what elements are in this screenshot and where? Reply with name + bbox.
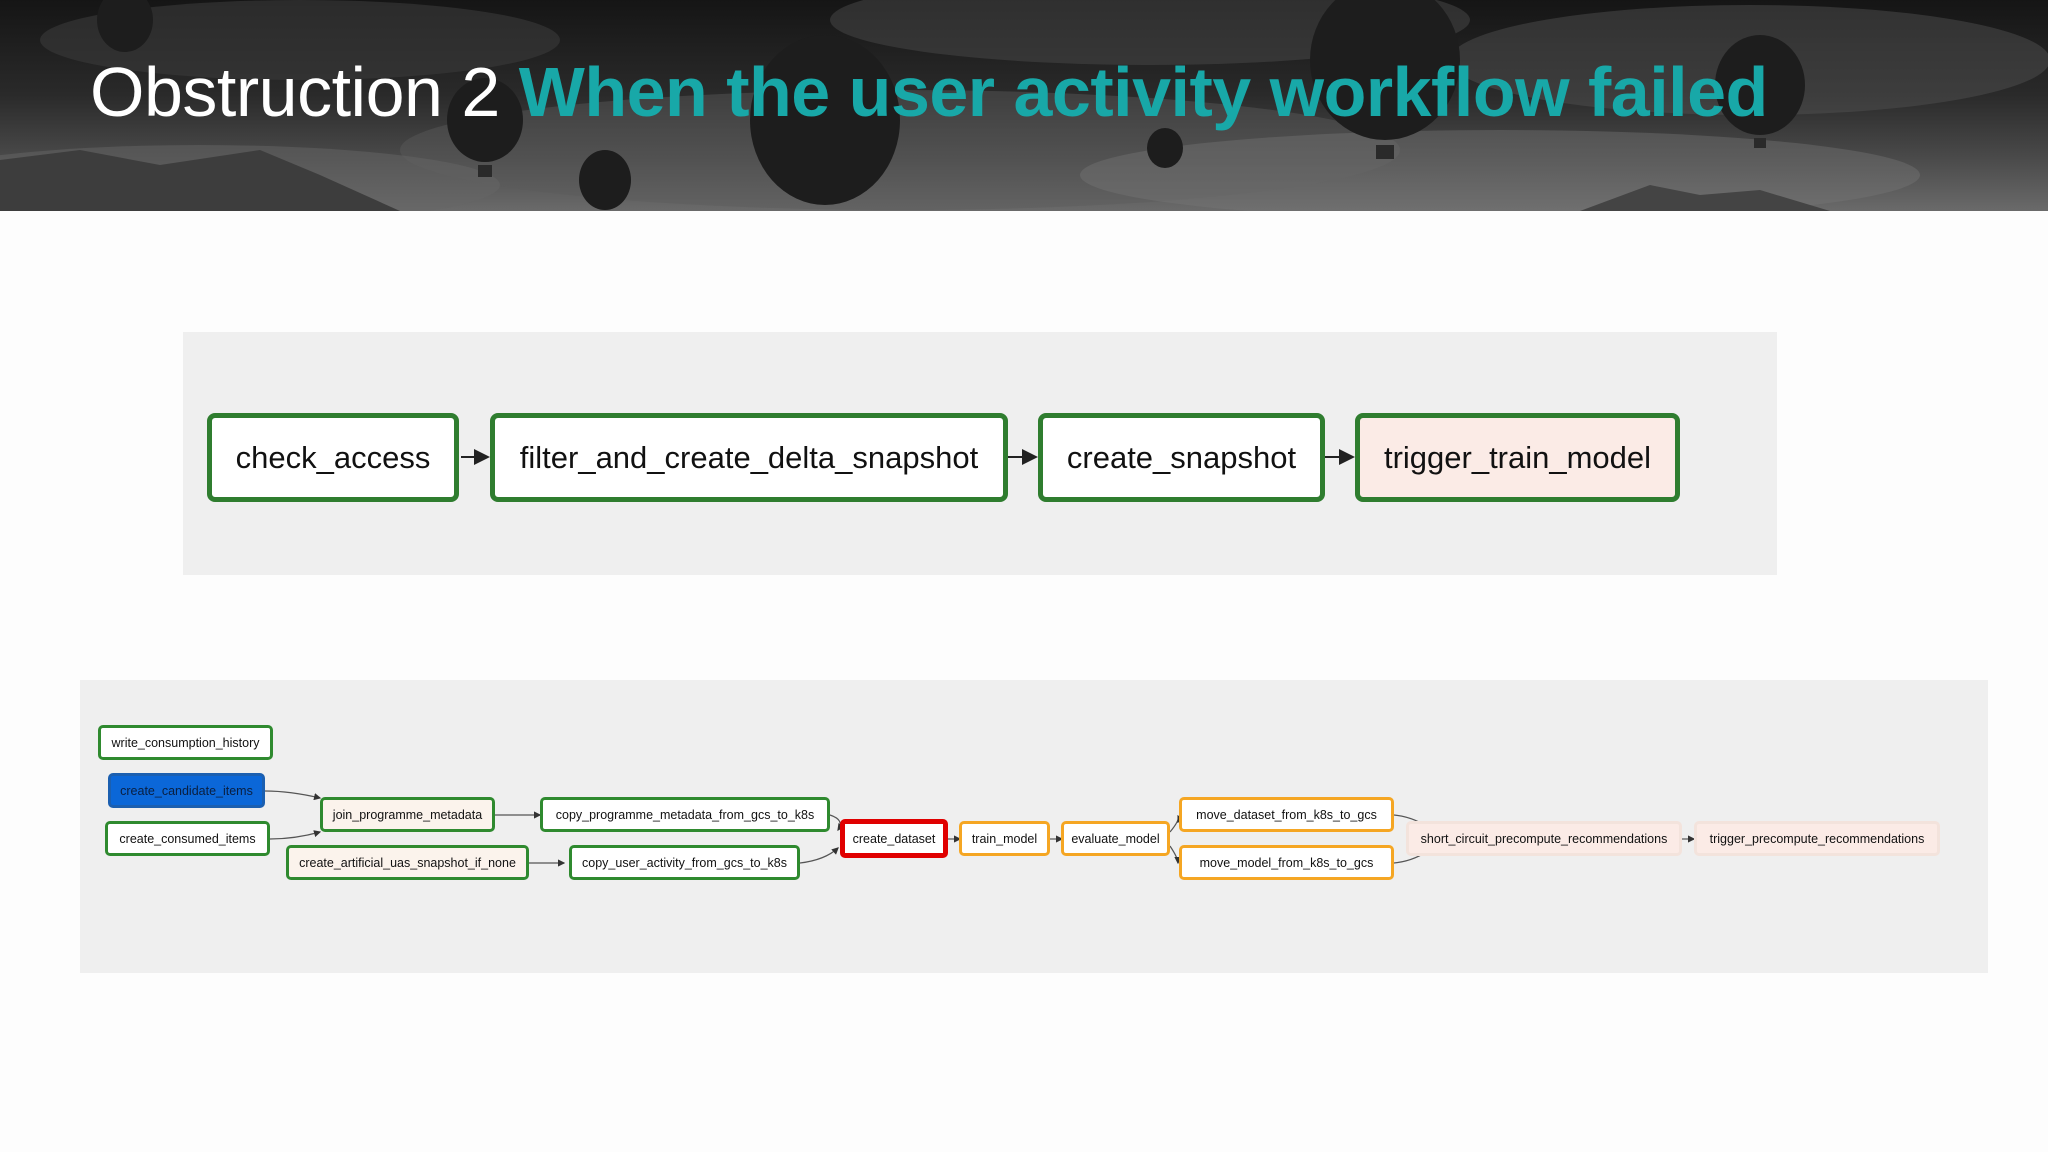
task-node-train-model[interactable]: train_model (959, 821, 1050, 856)
task-label: join_programme_metadata (332, 807, 483, 822)
bottom-dag-panel: write_consumption_history create_candida… (80, 680, 1988, 973)
edge-arrow (264, 790, 322, 801)
task-label: trigger_precompute_recommendations (1709, 831, 1925, 846)
edge-arrow (1169, 845, 1182, 865)
task-label: filter_and_create_delta_snapshot (519, 439, 979, 475)
task-node-trigger-train-model[interactable]: trigger_train_model (1355, 413, 1680, 502)
task-node-create-artificial-uas-snapshot-if-none[interactable]: create_artificial_uas_snapshot_if_none (286, 845, 529, 880)
task-node-filter-and-create-delta-snapshot[interactable]: filter_and_create_delta_snapshot (490, 413, 1008, 502)
task-label: copy_user_activity_from_gcs_to_k8s (582, 855, 787, 870)
task-label: check_access (235, 439, 431, 475)
task-label: short_circuit_precompute_recommendations (1420, 831, 1668, 846)
task-label: write_consumption_history (111, 735, 260, 750)
task-node-short-circuit-precompute-recommendations[interactable]: short_circuit_precompute_recommendations (1406, 821, 1682, 856)
task-node-create-snapshot[interactable]: create_snapshot (1038, 413, 1325, 502)
task-node-create-candidate-items[interactable]: create_candidate_items (108, 773, 265, 808)
task-label: trigger_train_model (1383, 439, 1652, 475)
task-node-create-dataset[interactable]: create_dataset (840, 819, 948, 858)
task-label: create_snapshot (1066, 439, 1297, 475)
task-node-move-model-from-k8s-to-gcs[interactable]: move_model_from_k8s_to_gcs (1179, 845, 1394, 880)
edge-arrow (829, 814, 845, 831)
task-node-evaluate-model[interactable]: evaluate_model (1061, 821, 1170, 856)
task-node-copy-user-activity-from-gcs-to-k8s[interactable]: copy_user_activity_from_gcs_to_k8s (569, 845, 800, 880)
task-node-join-programme-metadata[interactable]: join_programme_metadata (320, 797, 495, 832)
task-node-trigger-precompute-recommendations[interactable]: trigger_precompute_recommendations (1694, 821, 1940, 856)
task-label: move_dataset_from_k8s_to_gcs (1196, 807, 1377, 822)
title-prefix: Obstruction 2 (90, 53, 500, 131)
title-highlight: When the user activity workflow failed (518, 53, 1769, 131)
header-banner: Obstruction 2 When the user activity wor… (0, 0, 2048, 211)
task-label: copy_programme_metadata_from_gcs_to_k8s (555, 807, 815, 822)
task-node-copy-programme-metadata-from-gcs-to-k8s[interactable]: copy_programme_metadata_from_gcs_to_k8s (540, 797, 830, 832)
edge-arrow (269, 830, 322, 840)
page-title: Obstruction 2 When the user activity wor… (90, 52, 1768, 132)
task-node-check-access[interactable]: check_access (207, 413, 459, 502)
task-label: create_candidate_items (120, 783, 253, 798)
task-label: train_model (971, 831, 1038, 846)
task-label: evaluate_model (1071, 831, 1160, 846)
task-label: create_dataset (852, 831, 936, 846)
task-node-create-consumed-items[interactable]: create_consumed_items (105, 821, 270, 856)
task-label: create_consumed_items (119, 831, 256, 846)
task-label: create_artificial_uas_snapshot_if_none (299, 855, 516, 870)
task-label: move_model_from_k8s_to_gcs (1199, 855, 1374, 870)
top-dag-panel: check_access filter_and_create_delta_sna… (183, 332, 1777, 575)
task-node-move-dataset-from-k8s-to-gcs[interactable]: move_dataset_from_k8s_to_gcs (1179, 797, 1394, 832)
edge-arrow (799, 847, 839, 864)
task-node-write-consumption-history[interactable]: write_consumption_history (98, 725, 273, 760)
balloon-icon (97, 0, 1805, 210)
hot-air-balloon-background (0, 0, 2048, 211)
edge-arrow (1169, 814, 1184, 833)
